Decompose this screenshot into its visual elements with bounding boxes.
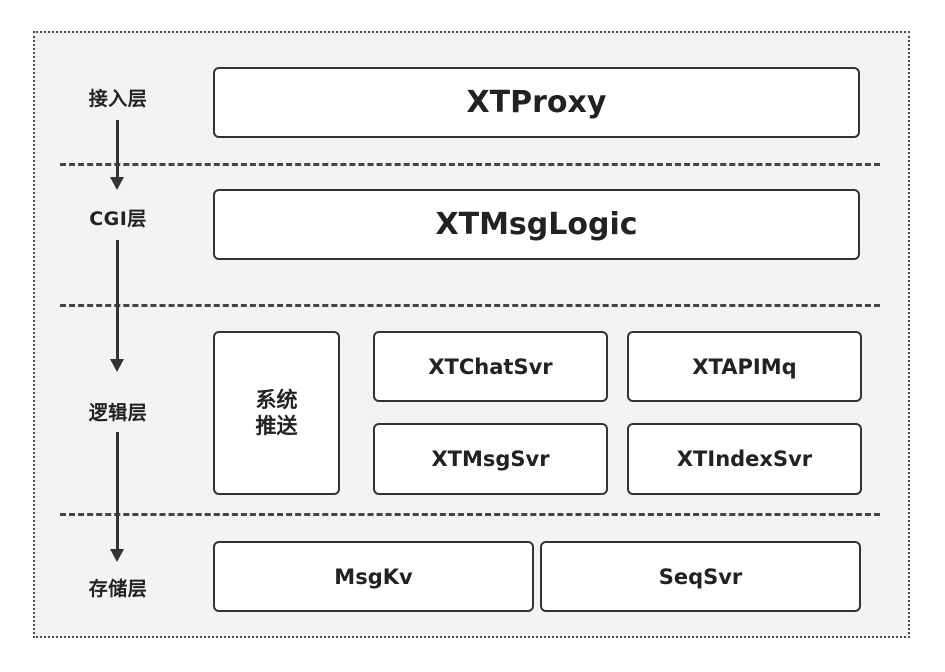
xtproxy-box: XTProxy: [213, 67, 860, 138]
system-push-box: 系统 推送: [213, 331, 340, 495]
system-push-label-line2: 推送: [255, 414, 298, 438]
layer-label-storage: 存储层: [88, 578, 148, 600]
msgkv-box: MsgKv: [213, 541, 534, 612]
xtmsglogic-box: XTMsgLogic: [213, 189, 860, 260]
divider-access-cgi: [60, 163, 880, 166]
arrow-shaft: [116, 240, 119, 360]
arrow-access-to-cgi: [110, 120, 124, 190]
xtchatsvr-box: XTChatSvr: [373, 331, 608, 402]
arrow-cgi-to-logic: [110, 240, 124, 372]
layer-label-access: 接入层: [88, 88, 148, 110]
layer-label-cgi: CGI层: [89, 208, 147, 230]
arrow-logic-to-storage: [110, 432, 124, 562]
divider-cgi-logic: [60, 304, 880, 307]
xtindexsvr-box: XTIndexSvr: [627, 423, 862, 495]
arrow-shaft: [116, 432, 119, 550]
divider-logic-storage: [60, 513, 880, 516]
arrow-head: [110, 177, 124, 190]
arrow-head: [110, 549, 124, 562]
seqsvr-box: SeqSvr: [540, 541, 861, 612]
xtmsgsvr-box: XTMsgSvr: [373, 423, 608, 495]
arrow-shaft: [116, 120, 119, 178]
arrow-head: [110, 359, 124, 372]
system-push-label-line1: 系统: [255, 387, 298, 412]
xtapimq-box: XTAPIMq: [627, 331, 862, 402]
layer-label-logic: 逻辑层: [88, 402, 148, 424]
